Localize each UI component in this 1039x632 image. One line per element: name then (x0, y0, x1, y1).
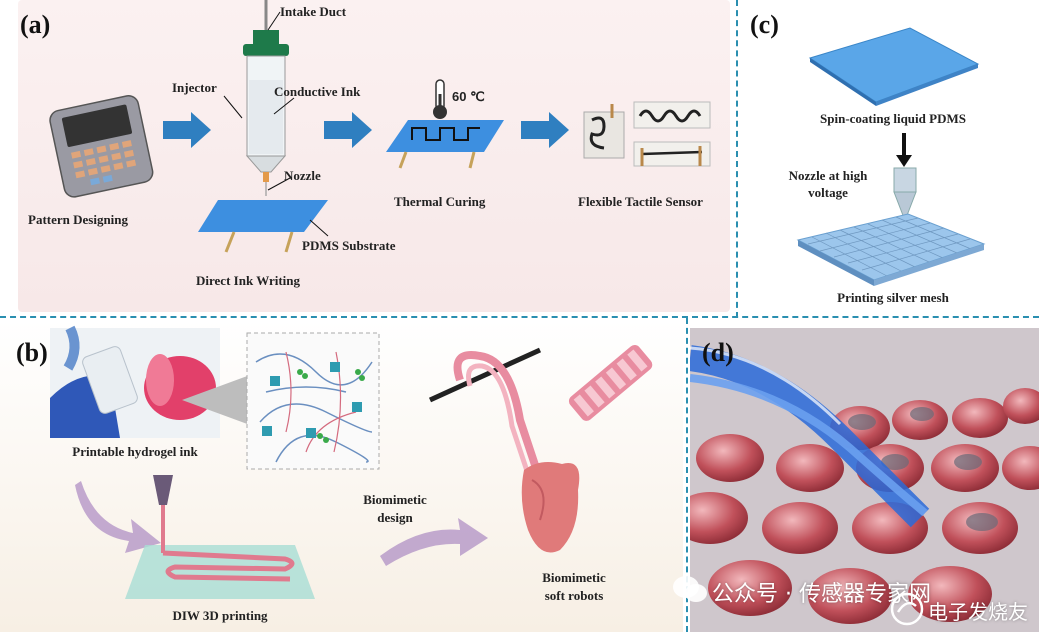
wechat-icon (673, 576, 707, 602)
panel-a: (a) Pattern Designing Intake Duct Inject… (18, 0, 730, 312)
arrow-right-icon (163, 112, 211, 148)
injector-label: Injector (172, 80, 217, 95)
panel-c: (c) Spin-coating liquid PDMS Nozzle at h… (738, 0, 1039, 312)
tactile-sensor-image (583, 101, 711, 167)
diw-3d-printing-label: DIW 3D printing (172, 608, 268, 623)
biomimetic-soft-robots-label-1: Biomimetic (542, 570, 606, 585)
arrow-curved-icon (75, 481, 161, 553)
thermal-curing-label: Thermal Curing (394, 194, 486, 209)
arrow-right-icon (521, 112, 569, 148)
conductive-ink-label: Conductive Ink (274, 84, 361, 99)
pointer-line (267, 177, 291, 191)
temperature-label: 60 ℃ (452, 89, 485, 104)
panel-d-label: (d) (702, 338, 734, 367)
pointer-line (309, 219, 329, 237)
pointer-line (267, 11, 281, 31)
panel-a-label: (a) (20, 10, 51, 39)
syringe-icon (243, 0, 289, 196)
pdms-substrate-icon (198, 200, 328, 253)
pointer-line (223, 95, 243, 119)
thermal-curing-icon (386, 120, 504, 169)
pdms-substrate-label: PDMS Substrate (302, 238, 396, 253)
divider-vertical (736, 0, 738, 318)
watermark-site: 电子发烧友 (928, 600, 1028, 624)
panel-d: (d) (690, 328, 1039, 632)
thermometer-icon (433, 79, 447, 119)
biomimetic-design-label-1: Biomimetic (363, 492, 427, 507)
nozzle-label: Nozzle (284, 168, 321, 183)
site-logo-icon (890, 592, 924, 626)
printing-silver-mesh-label: Printing silver mesh (837, 290, 949, 305)
silver-mesh-icon (796, 213, 986, 286)
biomimetic-design-label-2: design (377, 510, 413, 525)
soft-robots-illustration (428, 344, 653, 553)
spin-coating-label: Spin-coating liquid PDMS (820, 111, 966, 126)
arrow-down-icon (896, 133, 912, 167)
divider-vertical-lower (686, 318, 688, 632)
microdome-array-image (690, 328, 1039, 632)
biomimetic-soft-robots-label-2: soft robots (544, 588, 604, 603)
handheld-device-icon (49, 95, 154, 198)
polymer-network-diagram (246, 332, 380, 470)
direct-ink-writing-label: Direct Ink Writing (196, 273, 301, 288)
panel-b: (b) Printable hydrogel ink DIW 3D printi… (0, 320, 683, 632)
hydrogel-vial-image (50, 325, 220, 438)
pattern-designing-label: Pattern Designing (28, 212, 129, 227)
arrow-right-icon (324, 112, 372, 148)
arrow-curved-icon (380, 518, 488, 566)
pdms-layer-icon (808, 27, 980, 106)
panel-b-label: (b) (16, 338, 48, 367)
nozzle-high-voltage-label-1: Nozzle at high (788, 168, 868, 183)
zoom-wedge (182, 375, 250, 425)
panel-c-label: (c) (750, 10, 779, 39)
diw-printing-illustration (125, 475, 315, 599)
pointer-line (273, 97, 295, 115)
divider-horizontal (0, 316, 1039, 318)
nozzle-high-voltage-label-2: voltage (808, 185, 848, 200)
intake-duct-label: Intake Duct (280, 4, 347, 19)
flexible-tactile-sensor-label: Flexible Tactile Sensor (578, 194, 703, 209)
printable-hydrogel-ink-label: Printable hydrogel ink (72, 444, 198, 459)
